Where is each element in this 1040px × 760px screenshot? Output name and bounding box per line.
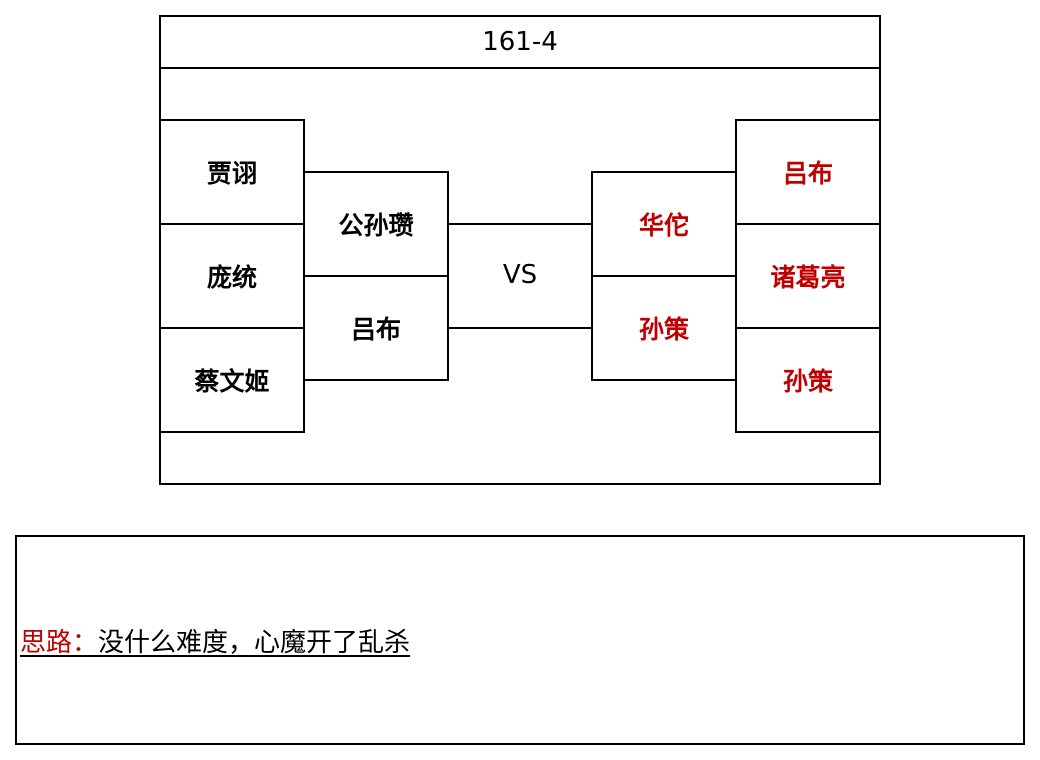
right-outer-hero-2: 诸葛亮 [735, 223, 881, 329]
right-outer-hero-1: 吕布 [735, 119, 881, 225]
notes-label: 思路： [20, 627, 99, 658]
notes-text: 没什么难度，心魔开了乱杀 [98, 627, 411, 658]
connector-line-bottom [447, 327, 594, 329]
notes-box [15, 535, 1025, 745]
right-inner-hero-2: 孙策 [591, 275, 737, 381]
connector-line-top [447, 223, 594, 225]
title-divider [159, 67, 881, 69]
right-outer-hero-3: 孙策 [735, 327, 881, 433]
left-outer-hero-2: 庞统 [159, 223, 305, 329]
left-outer-hero-3: 蔡文姬 [159, 327, 305, 433]
diagram-title: 161-4 [482, 27, 558, 57]
right-inner-hero-1: 华佗 [591, 171, 737, 277]
notes-line: 思路：没什么难度，心魔开了乱杀 [20, 620, 410, 660]
left-inner-hero-2: 吕布 [303, 275, 449, 381]
left-inner-hero-1: 公孙瓒 [303, 171, 449, 277]
vs-label: VS [502, 260, 538, 290]
left-outer-hero-1: 贾诩 [159, 119, 305, 225]
